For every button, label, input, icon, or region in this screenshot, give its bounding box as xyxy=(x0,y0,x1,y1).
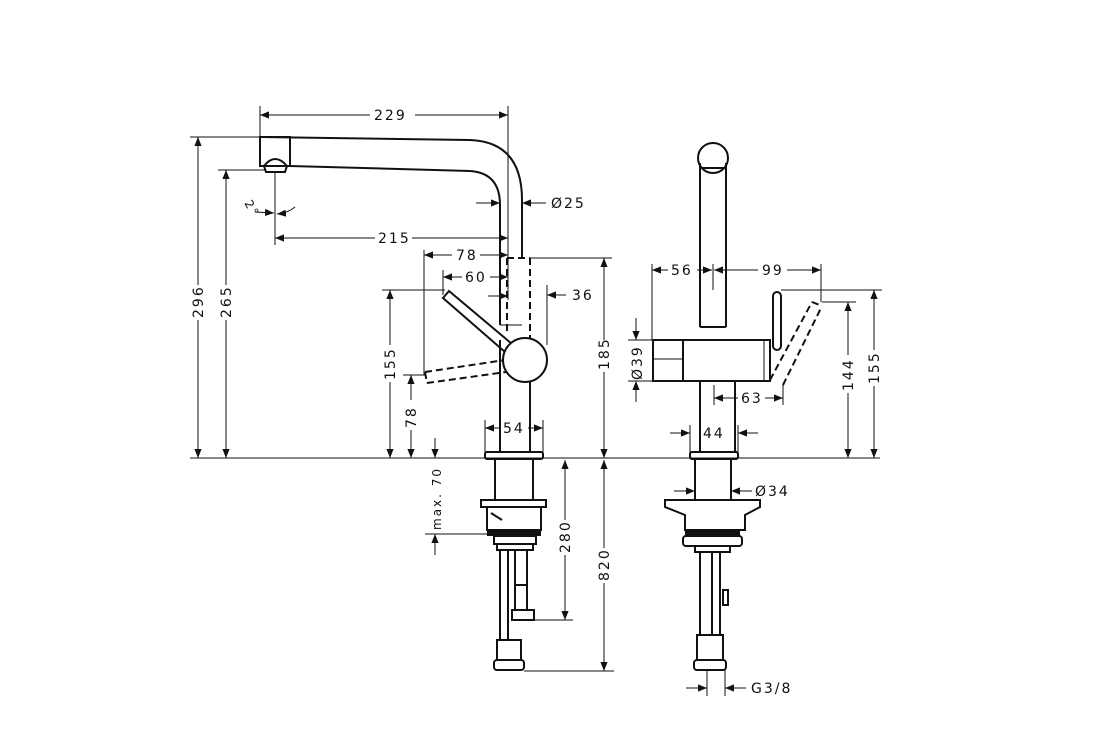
dim-44: 44 xyxy=(670,425,758,452)
body-base xyxy=(480,340,547,671)
dim-label: Ø39 xyxy=(630,345,646,380)
dim-d25: Ø25 xyxy=(476,196,586,212)
dim-265: 265 xyxy=(218,169,266,458)
dim-label: 280 xyxy=(558,520,574,553)
dim-max-70: max. 70 xyxy=(425,438,487,555)
mixer-body xyxy=(652,291,823,386)
dim-d34: Ø34 xyxy=(674,484,790,500)
dim-label: 36 xyxy=(572,288,594,304)
dim-label: 78 xyxy=(456,248,478,264)
front-view: 56 99 Ø39 63 44 xyxy=(628,142,883,697)
dim-60: 60 xyxy=(442,270,508,300)
dim-label: max. 70 xyxy=(430,467,444,530)
dim-label: 820 xyxy=(597,548,613,581)
side-view: 229 296 265 2° 215 78 xyxy=(190,106,614,672)
dim-label: 155 xyxy=(867,351,883,384)
spout-column xyxy=(697,142,729,328)
dim-label: 155 xyxy=(383,347,399,380)
dim-d39: Ø39 xyxy=(628,318,653,402)
dim-185: 185 xyxy=(530,257,613,458)
dim-label: 54 xyxy=(503,421,525,437)
dim-820: 820 xyxy=(524,460,614,672)
dim-label: G3/8 xyxy=(751,681,792,697)
dim-label: 78 xyxy=(404,406,420,428)
dim-280: 280 xyxy=(534,460,574,621)
dim-g38: G3/8 xyxy=(686,670,792,697)
dim-155-front: 155 xyxy=(781,289,883,458)
dim-label: 44 xyxy=(703,426,725,442)
dim-label: Ø34 xyxy=(755,484,790,500)
dim-label: 63 xyxy=(741,391,763,407)
dim-angle: 2° xyxy=(241,172,296,245)
dim-54: 54 xyxy=(484,420,544,452)
dim-56: 56 xyxy=(651,263,714,340)
dim-label: 99 xyxy=(762,263,784,279)
dim-label: 265 xyxy=(219,285,235,318)
dim-label: 185 xyxy=(597,337,613,370)
dim-label: 229 xyxy=(374,108,407,124)
dim-label: Ø25 xyxy=(551,196,586,212)
dim-36: 36 xyxy=(546,285,594,345)
dim-63: 63 xyxy=(713,385,784,407)
dim-99: 99 xyxy=(714,263,822,302)
dim-label: 2° xyxy=(241,198,262,220)
dim-155-side: 155 xyxy=(382,289,445,458)
dim-78-height: 78 xyxy=(403,374,426,458)
dim-144: 144 xyxy=(822,301,857,458)
lever-handle xyxy=(424,289,548,384)
dim-label: 60 xyxy=(465,270,487,286)
dim-label: 215 xyxy=(378,231,411,247)
dim-229: 229 xyxy=(259,106,509,300)
dim-215: 215 xyxy=(275,231,508,247)
dim-78-reach: 78 xyxy=(423,248,508,375)
pull-out-dashed xyxy=(506,257,531,345)
dim-label: 296 xyxy=(191,285,207,318)
stem-base xyxy=(664,381,761,671)
dim-label: 144 xyxy=(841,358,857,391)
dim-label: 56 xyxy=(671,263,693,279)
dim-296: 296 xyxy=(190,136,260,458)
